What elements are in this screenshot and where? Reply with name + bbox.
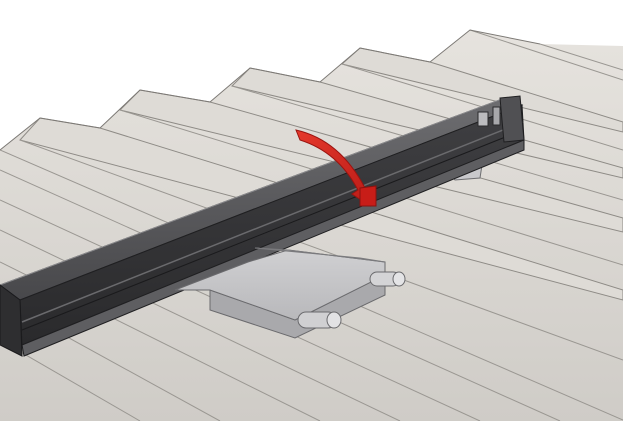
- clamp-pin-front: [297, 311, 342, 329]
- mounting-rail: [0, 95, 525, 357]
- clamp-pin-right: [369, 271, 406, 287]
- roof-crest-edges: [0, 29, 541, 151]
- clamp-module: [174, 247, 406, 339]
- curved-arrow-icon: [295, 129, 377, 207]
- rail-end-profile: [477, 95, 525, 143]
